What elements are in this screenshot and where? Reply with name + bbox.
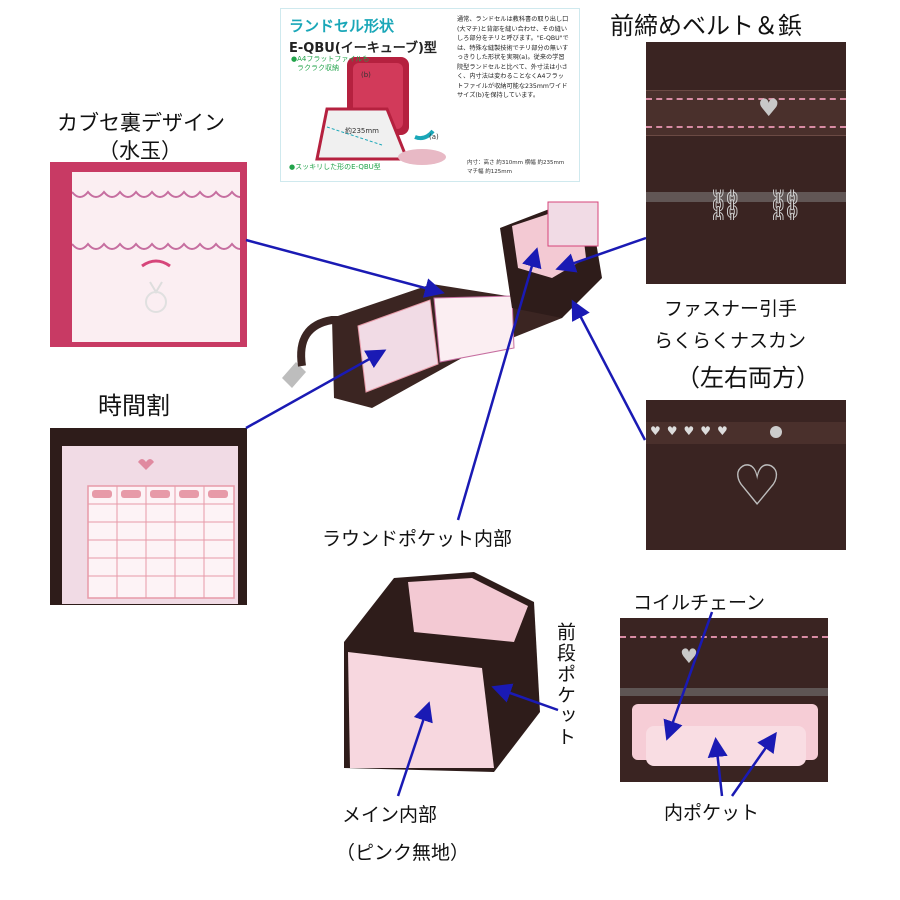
bow-zipper-pull-icon: ⛓ <box>766 188 805 223</box>
label-kabuse-sub: （水玉） <box>98 139 182 163</box>
nasukan-photo: ♥♥♥♥♥ ♡ <box>646 400 846 550</box>
label-round-pocket: ラウンドポケット内部 <box>322 528 513 550</box>
heart-ring-icon: ♡ <box>732 454 783 519</box>
label-main-inner-2: （ピンク無地） <box>336 842 470 864</box>
heart-rivet-icon: ♥ <box>680 644 698 668</box>
label-coil-chain: コイルチェーン <box>633 592 766 614</box>
front-belt-photo: ♥ ⛓ ⛓ <box>646 42 846 284</box>
dim-a: (a) <box>429 133 439 141</box>
label-front-belt: 前締めベルト＆鋲 <box>610 12 802 40</box>
inner-pocket-photo: ♥ <box>620 618 828 782</box>
info-spec: 内寸：高さ 約310mm 横幅 約235mm マチ幅 約125mm <box>467 160 570 175</box>
jikanwari-photo <box>50 428 247 605</box>
dim-b: (b) <box>361 71 371 79</box>
info-title: ランドセル形状 <box>289 17 395 35</box>
bag-illustration <box>315 57 446 165</box>
heart-rivet-icon: ♥ <box>758 94 780 122</box>
label-jikanwari: 時間割 <box>98 392 170 420</box>
label-fastener-3: （左右両方） <box>676 364 820 392</box>
bow-zipper-pull-icon: ⛓ <box>706 188 745 223</box>
label-kabuse-title: カブセ裏デザイン <box>57 111 225 135</box>
info-panel: ランドセル形状 E-QBU(イーキューブ)型 ●A4フラットファイルもラクラク収… <box>280 8 580 182</box>
label-fastener-2: らくらくナスカン <box>654 330 807 352</box>
label-main-inner-1: メイン内部 <box>342 804 438 826</box>
open-randsel-photo <box>262 198 617 423</box>
label-inner-pocket: 内ポケット <box>664 802 760 824</box>
main-interior-photo <box>344 572 543 774</box>
info-body: 通常、ランドセルは教科書の取り出し口(大マチ)と背部を縫い合わせ、その縫いしろ部… <box>457 16 569 99</box>
label-fastener-1: ファスナー引手 <box>664 298 798 320</box>
label-front-pocket: 前段ポケット <box>554 622 576 748</box>
info-model: E-QBU(イーキューブ)型 <box>289 41 437 56</box>
info-note-a4: ●A4フラットファイルもラクラク収納 <box>291 55 370 72</box>
info-note-bottom: ●スッキリした形のE-QBU型 <box>289 163 381 171</box>
dim-235: 約235mm <box>345 127 379 135</box>
kabuse-design-photo <box>50 162 247 347</box>
